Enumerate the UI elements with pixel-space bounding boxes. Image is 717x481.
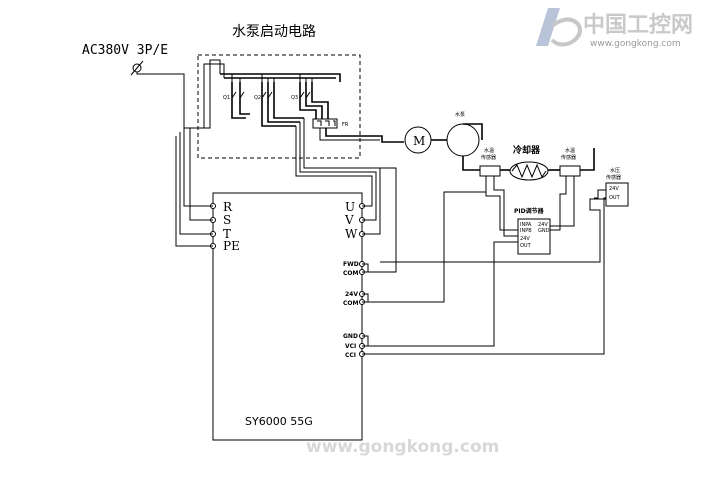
pressure-sensor: 24V OUT 水压 传感器: [605, 167, 629, 207]
pressure-sensor-label-2: 传感器: [606, 174, 621, 181]
breaker-q1-label: Q1: [223, 95, 230, 101]
terminal-r-label: R: [223, 200, 233, 214]
pressure-sensor-label-1: 水压: [610, 167, 620, 174]
inverter-box: [212, 192, 363, 441]
breaker-q2: Q2: [254, 82, 304, 127]
pid-pin-out: OUT: [520, 243, 532, 249]
sensor-left-label-1: 水温: [484, 147, 494, 154]
motor-label: M: [413, 134, 425, 148]
circuit-title: 水泵启动电路: [232, 24, 316, 40]
sensor-left: 水温 传感器: [479, 147, 501, 182]
pid-pin-gnd: GND: [538, 228, 550, 234]
pid-label: PID调节器: [514, 207, 545, 215]
breaker-q1: Q1: [223, 82, 250, 119]
terminal-24v-label: 24V: [345, 291, 358, 298]
breaker-q2-label: Q2: [254, 95, 261, 101]
overload-relay-label: FR: [342, 122, 349, 128]
pid-controller: PID调节器 INPA INPB 24V OUT 24V GND: [514, 207, 551, 255]
logo-emblem-icon: [536, 8, 582, 47]
pid-pin-24v-right: 24V: [538, 222, 548, 228]
pid-pin-inpa: INPA: [520, 222, 532, 228]
overload-relay: FR: [312, 118, 349, 129]
motor: M: [404, 126, 432, 154]
terminal-u-label: U: [345, 200, 355, 214]
sensor-right-label-2: 传感器: [561, 154, 576, 161]
terminal-s-label: S: [223, 213, 231, 227]
terminal-com2-label: COM: [343, 300, 359, 307]
pump-label: 水泵: [455, 111, 465, 118]
pressure-sensor-pin-24v: 24V: [609, 186, 619, 192]
cooler-label: 冷却器: [513, 144, 541, 156]
power-label: AC380V 3P/E: [82, 43, 168, 58]
terminal-com1-label: COM: [343, 270, 359, 277]
breaker-q3-label: Q3: [291, 95, 298, 101]
terminal-w-label: W: [345, 227, 358, 241]
terminal-pe-label: PE: [223, 239, 240, 253]
cooler: 冷却器: [509, 144, 549, 181]
sensor-right: 水温 传感器: [559, 147, 581, 182]
pid-pin-24v: 24V: [520, 236, 530, 242]
terminal-v-label: V: [344, 213, 354, 227]
terminal-cci-label: CCI: [345, 352, 356, 359]
terminal-t-label: T: [223, 227, 231, 241]
pump: 水泵: [446, 111, 484, 171]
terminal-vci-label: VCI: [345, 343, 356, 350]
logo-name: 中国工控网: [583, 12, 693, 38]
control-terminals: FWD COM 24V COM GND VCI CCI: [343, 261, 365, 359]
starter-enclosure: [197, 54, 361, 159]
inverter-model: SY6000 55G: [245, 415, 313, 428]
terminal-gnd-label: GND: [343, 333, 358, 340]
sensor-right-label-1: 水温: [565, 147, 575, 154]
pid-pin-inpb: INPB: [520, 228, 532, 234]
output-terminals: U V W: [344, 200, 365, 241]
terminal-fwd-label: FWD: [343, 261, 359, 268]
logo: 中国工控网 www.gongkong.com: [536, 8, 693, 49]
watermark-text: www.gongkong.com: [306, 437, 499, 457]
pressure-sensor-pin-out: OUT: [609, 195, 621, 201]
sensor-left-label-2: 传感器: [481, 154, 496, 161]
logo-url: www.gongkong.com: [590, 39, 681, 49]
